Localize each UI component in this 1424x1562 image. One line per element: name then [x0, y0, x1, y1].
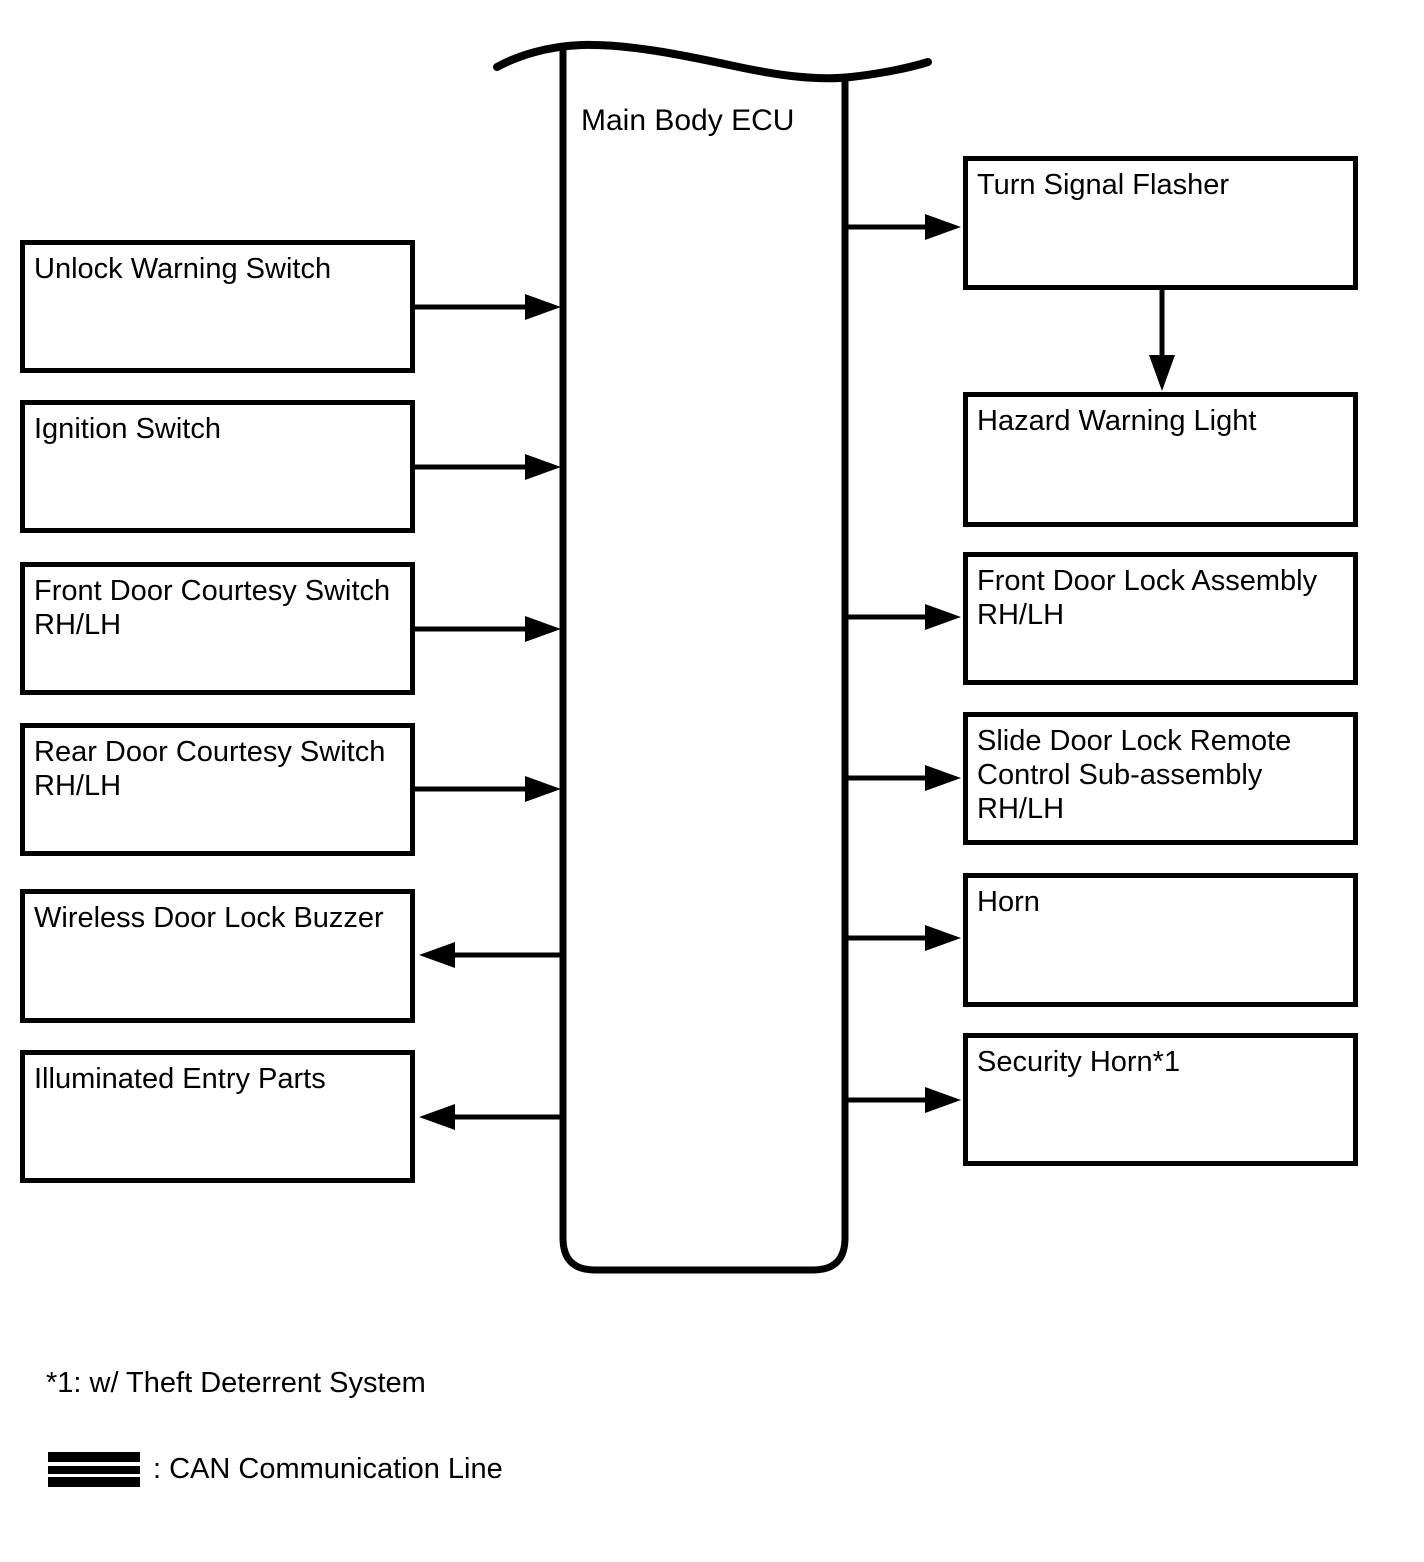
- ecu-top-break-wave: [493, 40, 932, 83]
- can-line-bar: [48, 1477, 140, 1487]
- arrow-ecu-to-slide-door-lock-remote-control: [845, 765, 961, 791]
- can-line-bar: [48, 1452, 140, 1462]
- box-horn: Horn: [963, 873, 1358, 1007]
- box-label: Unlock Warning Switch: [34, 253, 332, 285]
- box-label: Horn: [977, 886, 1040, 918]
- box-front-door-lock-assembly: Front Door Lock Assembly RH/LH: [963, 552, 1358, 685]
- box-label: Security Horn*1: [977, 1046, 1181, 1078]
- arrow-ecu-to-illuminated-entry-parts: [419, 1104, 563, 1130]
- box-rear-door-courtesy-switch: Rear Door Courtesy Switch RH/LH: [20, 723, 415, 856]
- can-legend-label: : CAN Communication Line: [153, 1453, 503, 1485]
- box-label: Turn Signal Flasher: [977, 169, 1229, 201]
- footnote-theft-deterrent: *1: w/ Theft Deterrent System: [46, 1367, 426, 1399]
- box-front-door-courtesy-switch: Front Door Courtesy Switch RH/LH: [20, 562, 415, 695]
- can-line-symbol: [48, 1452, 140, 1487]
- can-line-bar: [48, 1465, 140, 1474]
- arrow-turn-signal-flasher-to-hazard-warning-light: [1149, 290, 1175, 391]
- ecu-label: Main Body ECU: [581, 104, 795, 137]
- box-hazard-warning-light: Hazard Warning Light: [963, 392, 1358, 527]
- can-legend: : CAN Communication Line: [48, 1452, 503, 1487]
- box-illuminated-entry-parts: Illuminated Entry Parts: [20, 1050, 415, 1183]
- arrow-front-door-courtesy-switch-to-ecu: [415, 616, 561, 642]
- box-label: Illuminated Entry Parts: [34, 1063, 326, 1095]
- arrow-ecu-to-horn: [845, 925, 961, 951]
- box-label: Ignition Switch: [34, 413, 221, 445]
- box-unlock-warning-switch: Unlock Warning Switch: [20, 240, 415, 373]
- box-ignition-switch: Ignition Switch: [20, 400, 415, 533]
- main-body-ecu-box: [559, 46, 849, 1274]
- box-label: Wireless Door Lock Buzzer: [34, 902, 384, 934]
- box-label: Front Door Courtesy Switch RH/LH: [34, 575, 391, 641]
- box-wireless-door-lock-buzzer: Wireless Door Lock Buzzer: [20, 889, 415, 1023]
- box-label: Front Door Lock Assembly RH/LH: [977, 565, 1318, 631]
- arrow-unlock-warning-switch-to-ecu: [415, 294, 561, 320]
- arrow-rear-door-courtesy-switch-to-ecu: [415, 776, 561, 802]
- box-turn-signal-flasher: Turn Signal Flasher: [963, 156, 1358, 290]
- box-label: Rear Door Courtesy Switch RH/LH: [34, 736, 386, 802]
- box-label: Hazard Warning Light: [977, 405, 1257, 437]
- arrow-ecu-to-turn-signal-flasher: [845, 214, 961, 240]
- box-slide-door-lock-remote-control: Slide Door Lock Remote Control Sub-assem…: [963, 712, 1358, 845]
- arrow-ecu-to-wireless-door-lock-buzzer: [419, 942, 563, 968]
- arrow-ignition-switch-to-ecu: [415, 454, 561, 480]
- box-label: Slide Door Lock Remote Control Sub-assem…: [977, 725, 1292, 825]
- arrow-ecu-to-front-door-lock-assembly: [845, 604, 961, 630]
- arrow-ecu-to-security-horn: [845, 1087, 961, 1113]
- box-security-horn: Security Horn*1: [963, 1033, 1358, 1166]
